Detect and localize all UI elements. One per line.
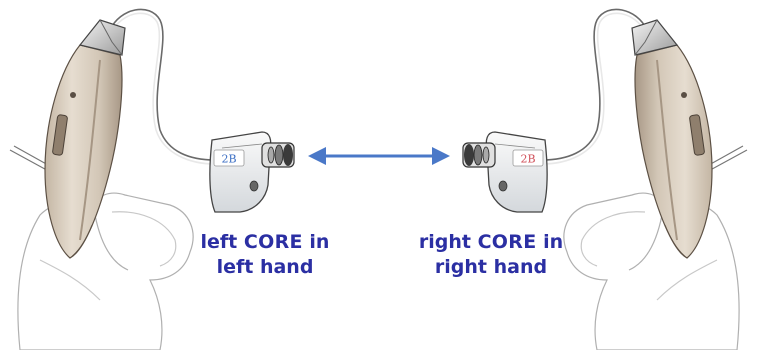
left-hand-text: left hand bbox=[216, 256, 314, 278]
left-caption-line1: left CORE in bbox=[170, 230, 360, 255]
right-device-cap bbox=[631, 19, 679, 56]
left-core-text: CORE bbox=[243, 231, 303, 253]
left-side-text: left bbox=[200, 231, 238, 253]
right-side-text: right bbox=[418, 231, 471, 253]
right-caption: right CORE in right hand bbox=[396, 230, 586, 280]
left-receiver-label-box bbox=[213, 149, 245, 167]
left-device-cap bbox=[78, 19, 126, 56]
right-receiver bbox=[462, 131, 548, 213]
right-hand-text: right hand bbox=[434, 256, 548, 278]
right-caption-line1: right CORE in bbox=[396, 230, 586, 255]
left-receiver bbox=[209, 131, 295, 213]
left-hearing-aid-illustration bbox=[9, 8, 295, 350]
right-hearing-aid-illustration bbox=[462, 8, 748, 350]
left-receiver-label: 2B bbox=[221, 153, 236, 166]
double-arrow-icon bbox=[308, 147, 450, 165]
left-tube bbox=[109, 8, 216, 165]
right-receiver-label-box bbox=[512, 149, 544, 167]
left-device-body bbox=[44, 44, 123, 259]
right-hand bbox=[563, 192, 740, 350]
right-in-text: in bbox=[543, 231, 564, 253]
right-receiver-label: 2B bbox=[520, 153, 535, 166]
left-caption: left CORE in left hand bbox=[170, 230, 360, 280]
right-tube bbox=[541, 8, 648, 165]
right-device-body bbox=[634, 44, 713, 259]
left-hand bbox=[17, 192, 194, 350]
left-in-text: in bbox=[309, 231, 330, 253]
right-core-text: CORE bbox=[477, 231, 537, 253]
